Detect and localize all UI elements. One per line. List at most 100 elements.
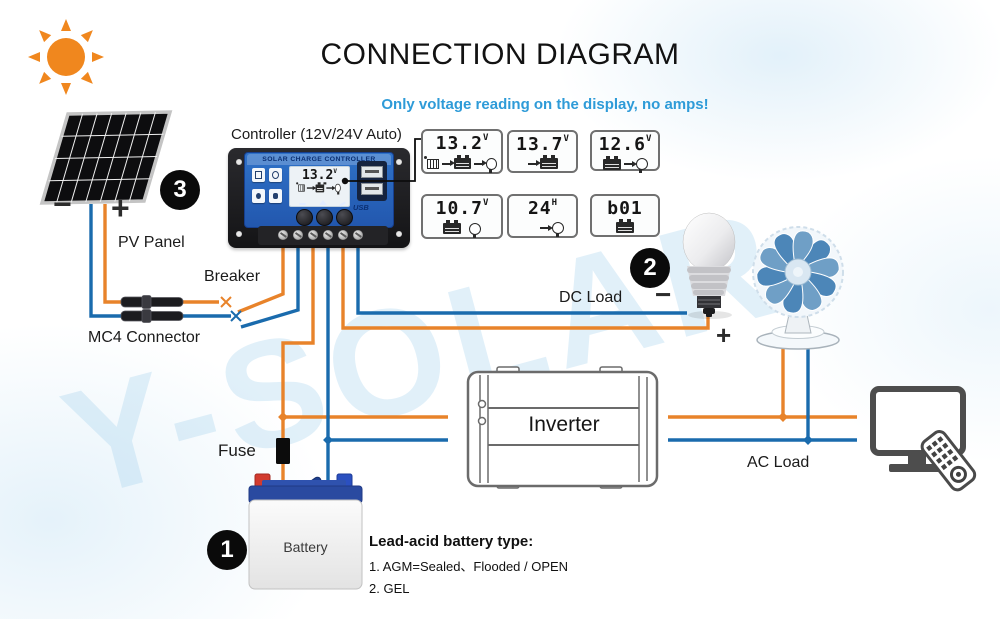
mount-screw-icon bbox=[396, 231, 402, 237]
battery-label: Battery bbox=[283, 539, 328, 555]
lcd-icons bbox=[596, 219, 654, 233]
battery-icon bbox=[602, 155, 621, 170]
page-title: CONNECTION DIAGRAM bbox=[320, 38, 680, 71]
menu-mark-icon bbox=[299, 203, 306, 205]
pv-minus-sign: − bbox=[53, 186, 72, 222]
pv-plus-sign: + bbox=[111, 190, 130, 226]
up-arrow-mark-icon bbox=[319, 200, 327, 205]
ac-output-wires bbox=[668, 346, 857, 442]
breaker-label: Breaker bbox=[204, 268, 261, 285]
step-badge-3: 3 bbox=[160, 170, 200, 210]
lcd-value: 10.7V bbox=[435, 198, 489, 219]
fuse-graphic bbox=[276, 438, 290, 464]
terminal-screw-icon bbox=[338, 230, 348, 240]
controller-lcd-icons bbox=[296, 181, 341, 195]
mc4-connector-negative bbox=[120, 309, 184, 323]
bulb-icon bbox=[469, 222, 481, 238]
wire-junctions bbox=[278, 412, 813, 445]
battery-icon bbox=[616, 219, 634, 233]
battery-negative-wire bbox=[326, 248, 448, 487]
mcu-control-button[interactable] bbox=[252, 168, 265, 182]
lock-button[interactable] bbox=[269, 189, 282, 203]
ac-load-label: AC Load bbox=[747, 454, 810, 471]
arrow-right-icon bbox=[540, 224, 553, 231]
battery-graphic bbox=[248, 473, 363, 590]
lcd-icons bbox=[427, 220, 497, 238]
bulb-icon bbox=[552, 222, 564, 237]
arrow-right-icon bbox=[442, 160, 456, 166]
battery-icon bbox=[443, 220, 461, 234]
bulb-icon bbox=[485, 157, 497, 173]
lcd-readout-pv-charging: 13.2V bbox=[421, 129, 503, 174]
solar-panel-icon bbox=[423, 155, 440, 169]
arrow-right-icon bbox=[527, 160, 541, 166]
terminal-screw-icon bbox=[353, 230, 363, 240]
dc-minus-sign: − bbox=[655, 279, 672, 310]
bulb-icon bbox=[334, 183, 341, 195]
bulb-icon bbox=[635, 158, 648, 173]
lcd-value: 13.2V bbox=[435, 133, 489, 154]
battery-note-line1: 1. AGM=Sealed、Flooded / OPEN bbox=[369, 559, 569, 574]
remote-control-graphic bbox=[920, 430, 977, 492]
breaker-symbol bbox=[220, 296, 242, 322]
pv-panel-graphic bbox=[42, 112, 170, 203]
mc4-connector-label: MC4 Connector bbox=[88, 329, 201, 346]
battery-icon bbox=[454, 155, 471, 169]
lcd-value: 12.6V bbox=[598, 134, 652, 155]
mount-screw-icon bbox=[236, 231, 242, 237]
sun-icon bbox=[28, 19, 104, 95]
lcd-icons bbox=[513, 155, 572, 169]
usb-port-icon[interactable] bbox=[361, 183, 383, 195]
dc-load-label: DC Load bbox=[559, 289, 623, 306]
terminal-screw-icon bbox=[308, 230, 318, 240]
fan-graphic bbox=[752, 226, 844, 350]
set-voltage-button[interactable] bbox=[269, 168, 282, 182]
display-note: Only voltage reading on the display, no … bbox=[381, 96, 709, 113]
timer-button[interactable] bbox=[252, 189, 265, 203]
arrow-right-icon bbox=[473, 160, 487, 166]
terminal-screw-icon bbox=[293, 230, 303, 240]
arrow-right-icon bbox=[306, 185, 317, 190]
enter-button[interactable] bbox=[336, 209, 353, 226]
pv-negative-wire bbox=[89, 204, 300, 329]
pv-panel-label: PV Panel bbox=[118, 234, 185, 251]
lcd-readout-battery-type: b01 bbox=[590, 194, 660, 237]
mount-screw-icon bbox=[236, 159, 242, 165]
charge-controller: SOLAR CHARGE CONTROLLER 13.2V bbox=[228, 148, 410, 248]
lcd-icons bbox=[596, 155, 654, 173]
battery-icon bbox=[315, 181, 324, 192]
terminal-screw-icon bbox=[323, 230, 333, 240]
solar-panel-icon bbox=[296, 182, 305, 192]
mount-screw-icon bbox=[396, 159, 402, 165]
fuse-label: Fuse bbox=[218, 441, 256, 460]
terminal-strip bbox=[258, 226, 388, 245]
controller-lcd-value: 13.2V bbox=[302, 168, 337, 183]
lcd-value: b01 bbox=[607, 198, 643, 219]
terminal-screw-icon bbox=[278, 230, 288, 240]
up-button[interactable] bbox=[316, 209, 333, 226]
lcd-readout-low-voltage: 10.7V bbox=[421, 194, 503, 239]
menu-button[interactable] bbox=[296, 209, 313, 226]
lcd-icons bbox=[423, 155, 497, 173]
lcd-readout-load-timer: 24H bbox=[507, 194, 578, 238]
step-badge-2: 2 bbox=[630, 248, 670, 288]
lcd-readout-battery-discharge: 12.6V bbox=[590, 130, 660, 173]
lcd-value: 24H bbox=[527, 198, 558, 219]
controller-brand-text: SOLAR CHARGE CONTROLLER bbox=[247, 154, 391, 165]
controller-label: Controller (12V/24V Auto) bbox=[231, 126, 402, 143]
dc-load-positive-wire bbox=[341, 248, 710, 330]
battery-type-note: Lead-acid battery type: 1. AGM=Sealed、Fl… bbox=[369, 533, 568, 596]
lcd-icons bbox=[513, 222, 572, 237]
mc4-connector-positive bbox=[120, 295, 184, 309]
battery-note-line2: 2. GEL bbox=[369, 581, 410, 596]
inverter-graphic bbox=[466, 366, 659, 489]
pv-positive-wire bbox=[103, 204, 285, 314]
usb-label: USB bbox=[353, 203, 369, 212]
battery-icon bbox=[539, 155, 558, 169]
usb-port-icon[interactable] bbox=[361, 166, 383, 178]
step-badge-1: 1 bbox=[207, 530, 247, 570]
lcd-value: 13.7V bbox=[516, 134, 569, 155]
